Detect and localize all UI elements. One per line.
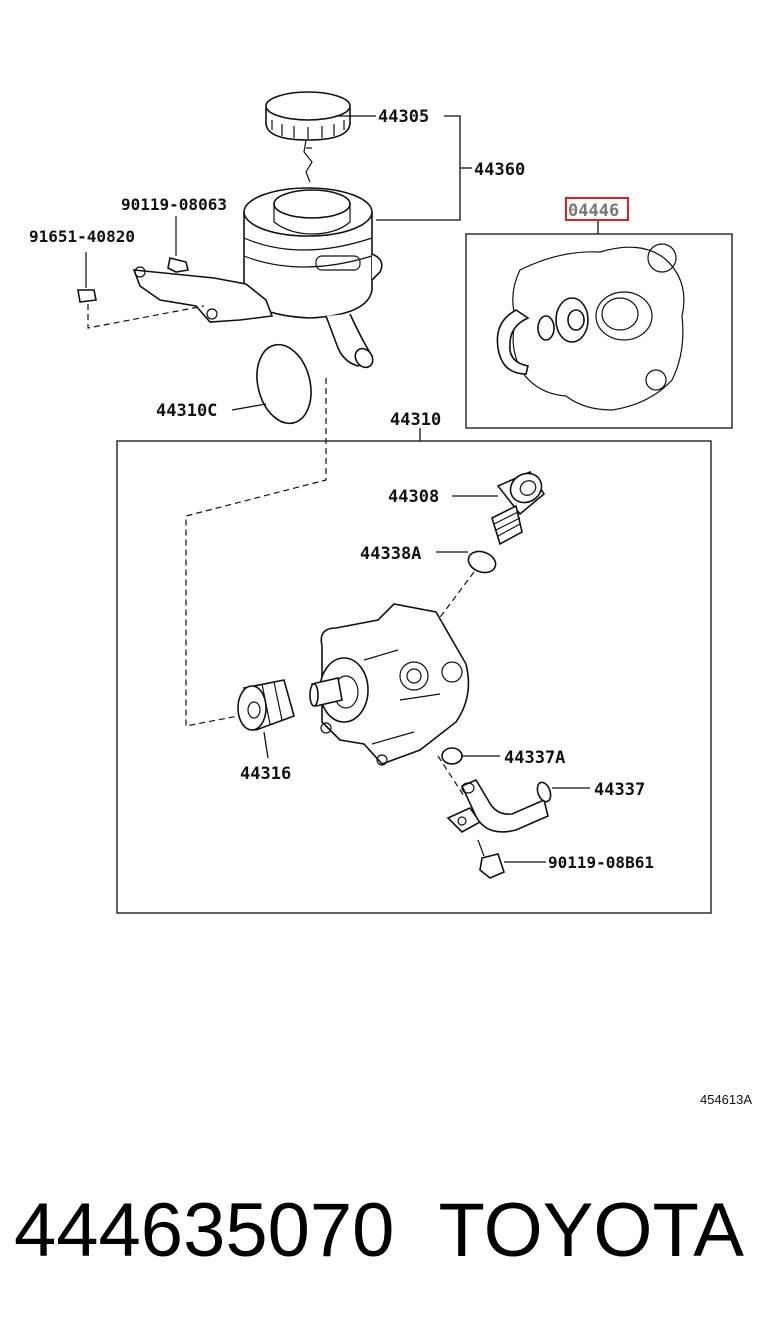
gasket-44310C-drawing [256, 343, 312, 425]
label-44305[interactable]: 44305 [378, 107, 429, 127]
o-ring-44338A-drawing [467, 550, 497, 574]
label-90119-08063[interactable]: 90119-08063 [121, 195, 227, 214]
label-44337[interactable]: 44337 [594, 780, 645, 800]
bolt-90119-08063-drawing [167, 216, 189, 273]
control-valve-44308-drawing [491, 470, 546, 546]
label-44316[interactable]: 44316 [240, 764, 291, 784]
label-44360[interactable]: 44360 [474, 160, 525, 180]
label-44308[interactable]: 44308 [388, 487, 439, 507]
union-44337-drawing [446, 778, 552, 833]
label-91651-40820[interactable]: 91651-40820 [29, 227, 135, 246]
bolt-91651-40820-drawing [77, 252, 97, 303]
dashed-guide-44316 [185, 378, 327, 727]
highlight-box-04446 [565, 197, 629, 221]
image-code: 454613A [700, 1092, 752, 1107]
pump-body-drawing [309, 603, 470, 766]
label-44337A[interactable]: 44337A [504, 748, 565, 768]
leader-dashed-bracket [87, 304, 205, 329]
reservoir-cap-drawing [265, 91, 351, 183]
footer-brand: TOYOTA [439, 1188, 745, 1273]
label-44310[interactable]: 44310 [390, 410, 441, 430]
leader-lines-pump [263, 495, 590, 863]
pulley-44316-drawing [237, 679, 295, 732]
o-ring-44337A-drawing [441, 747, 463, 765]
bolt-90119-08B61-drawing [477, 839, 505, 879]
reservoir-tank-drawing [132, 187, 383, 369]
leader-lines-top [231, 115, 472, 411]
label-90119-08B61[interactable]: 90119-08B61 [548, 853, 654, 872]
label-44310C[interactable]: 44310C [156, 401, 217, 421]
footer-part-number: 444635070 [14, 1188, 394, 1273]
label-44338A[interactable]: 44338A [360, 544, 421, 564]
label-04446[interactable]: 04446 [568, 201, 619, 221]
seal-kit-drawing [496, 243, 685, 411]
pump-assembly-box [116, 440, 712, 914]
seal-kit-box [465, 233, 733, 429]
dashed-guide-44337 [437, 755, 465, 797]
